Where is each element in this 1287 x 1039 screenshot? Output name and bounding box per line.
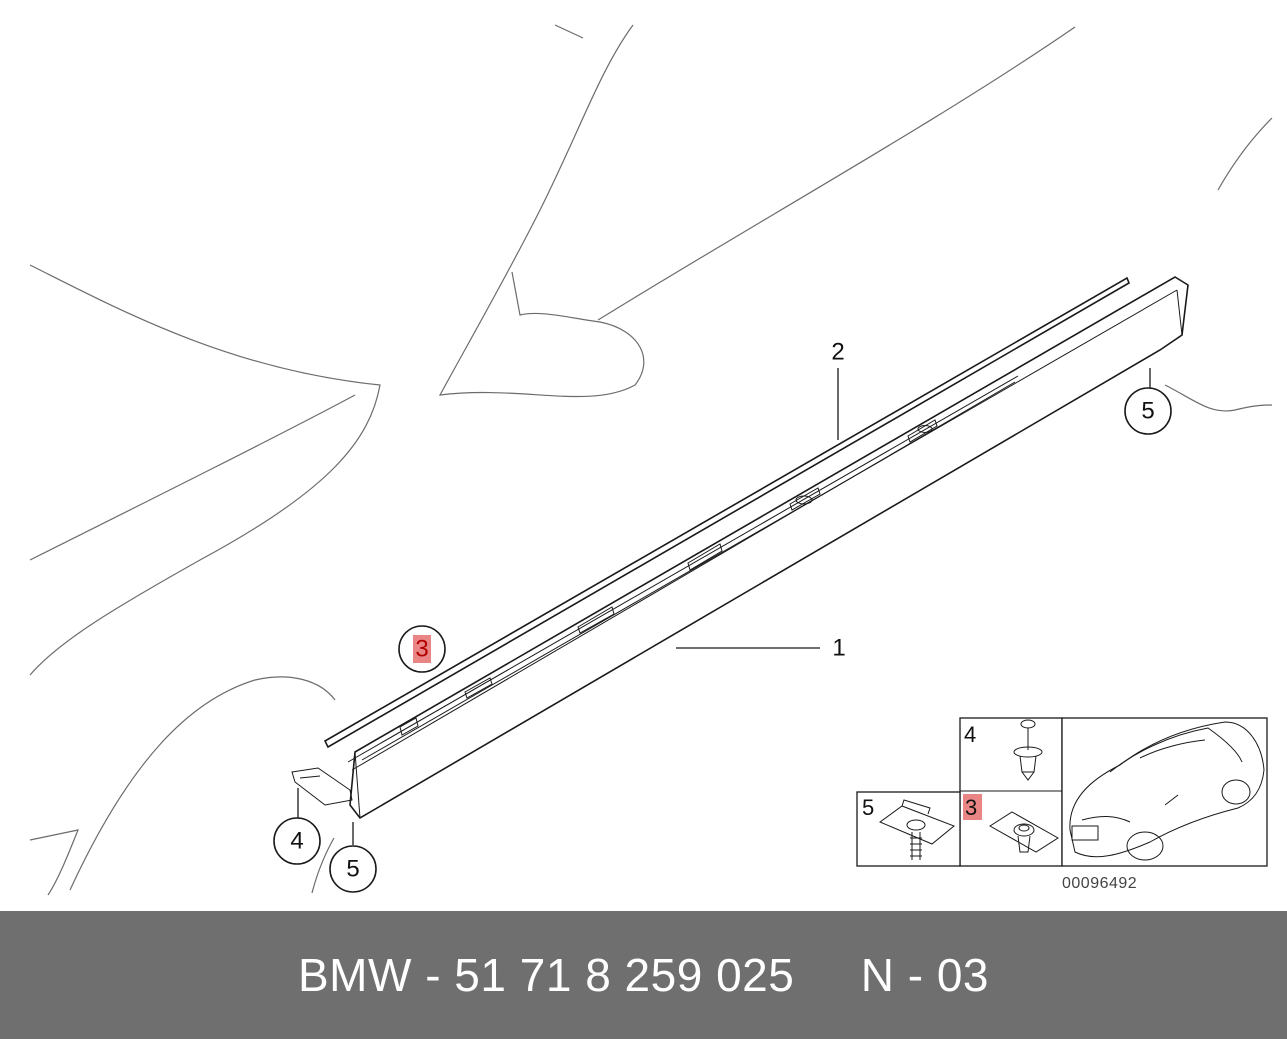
inset-label-4: 4 xyxy=(964,722,976,747)
diagram-code: 00096492 xyxy=(1062,875,1137,892)
inset-label-3-highlight xyxy=(963,794,982,820)
callout-3: 3 xyxy=(398,625,446,673)
callout-1-label: 1 xyxy=(832,635,845,662)
inset-box-4-3 xyxy=(959,717,1063,867)
callout-5-left-label: 5 xyxy=(346,856,359,883)
callout-2: 2 xyxy=(831,339,844,366)
leader-lines xyxy=(297,368,1151,845)
inset-box-car xyxy=(1061,717,1268,867)
inset-label-5: 5 xyxy=(862,795,874,820)
callout-3-label: 3 xyxy=(415,636,428,663)
footer-bar: BMW - 51 71 8 259 025 N - 03 xyxy=(0,911,1287,1039)
parts-diagram: 2 1 3 5 4 5 4 3 xyxy=(29,24,1273,896)
callout-2-label: 2 xyxy=(831,339,844,366)
callout-4-label: 4 xyxy=(290,828,303,855)
diagram-canvas: 2 1 3 5 4 5 4 3 xyxy=(29,24,1273,896)
callout-1: 1 xyxy=(832,635,845,662)
screw-icon xyxy=(1013,719,1043,781)
callout-5-left: 5 xyxy=(329,845,377,893)
clip-nut-icon xyxy=(989,811,1059,853)
car-locator-icon xyxy=(1069,721,1265,861)
clamp-nut-icon xyxy=(878,799,955,860)
inset-box-5 xyxy=(856,791,961,867)
part-number-caption: BMW - 51 71 8 259 025 N - 03 xyxy=(298,949,989,1001)
callout-4: 4 xyxy=(273,817,321,865)
inset-label-3: 3 xyxy=(965,795,977,820)
inset-panel: 4 3 5 xyxy=(856,717,1268,892)
callout-3-highlight xyxy=(413,635,431,663)
car-body-outline xyxy=(29,24,1273,896)
part-1-side-sill xyxy=(291,276,1189,820)
callout-5-right-label: 5 xyxy=(1141,398,1154,425)
part-2-trim-strip xyxy=(323,276,1130,749)
callout-5-right: 5 xyxy=(1124,387,1172,435)
